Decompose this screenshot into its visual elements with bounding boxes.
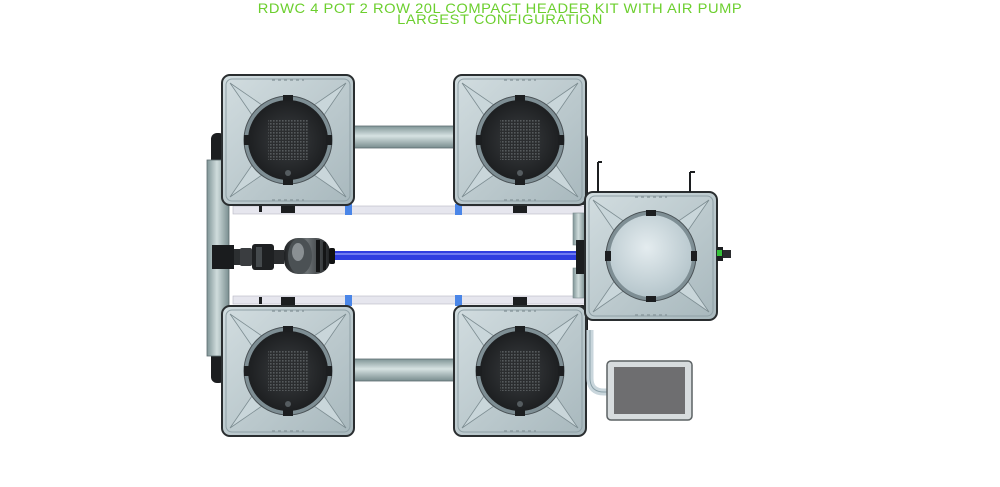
connector-blue [345, 204, 352, 215]
connector-blue [455, 204, 462, 215]
check-valve [240, 244, 284, 270]
title-line-2: LARGEST CONFIGURATION [397, 11, 603, 27]
header-tank [584, 191, 718, 321]
tank-cables [597, 161, 695, 192]
left-junction [212, 245, 242, 269]
connector-blue [345, 295, 352, 306]
tank-inlet-fitting [576, 240, 586, 274]
pot-bottom-left [221, 305, 355, 437]
controller-box [606, 360, 693, 421]
tank-outlet-fitting [717, 247, 731, 261]
controller-pipe-edge [589, 330, 610, 393]
pot-clips [259, 204, 527, 306]
air-line-highlight [333, 253, 585, 255]
connector-blue [455, 295, 462, 306]
top-connecting-pipe [351, 125, 457, 149]
air-pump [284, 238, 335, 274]
pot-top-right [453, 74, 587, 206]
air-line [333, 251, 585, 260]
title-line-1: RDWC 4 POT 2 ROW 20L COMPACT HEADER KIT … [257, 0, 743, 16]
pot-top-left [221, 74, 355, 206]
pot-bottom-right [453, 305, 587, 437]
bottom-connecting-pipe [351, 358, 457, 382]
